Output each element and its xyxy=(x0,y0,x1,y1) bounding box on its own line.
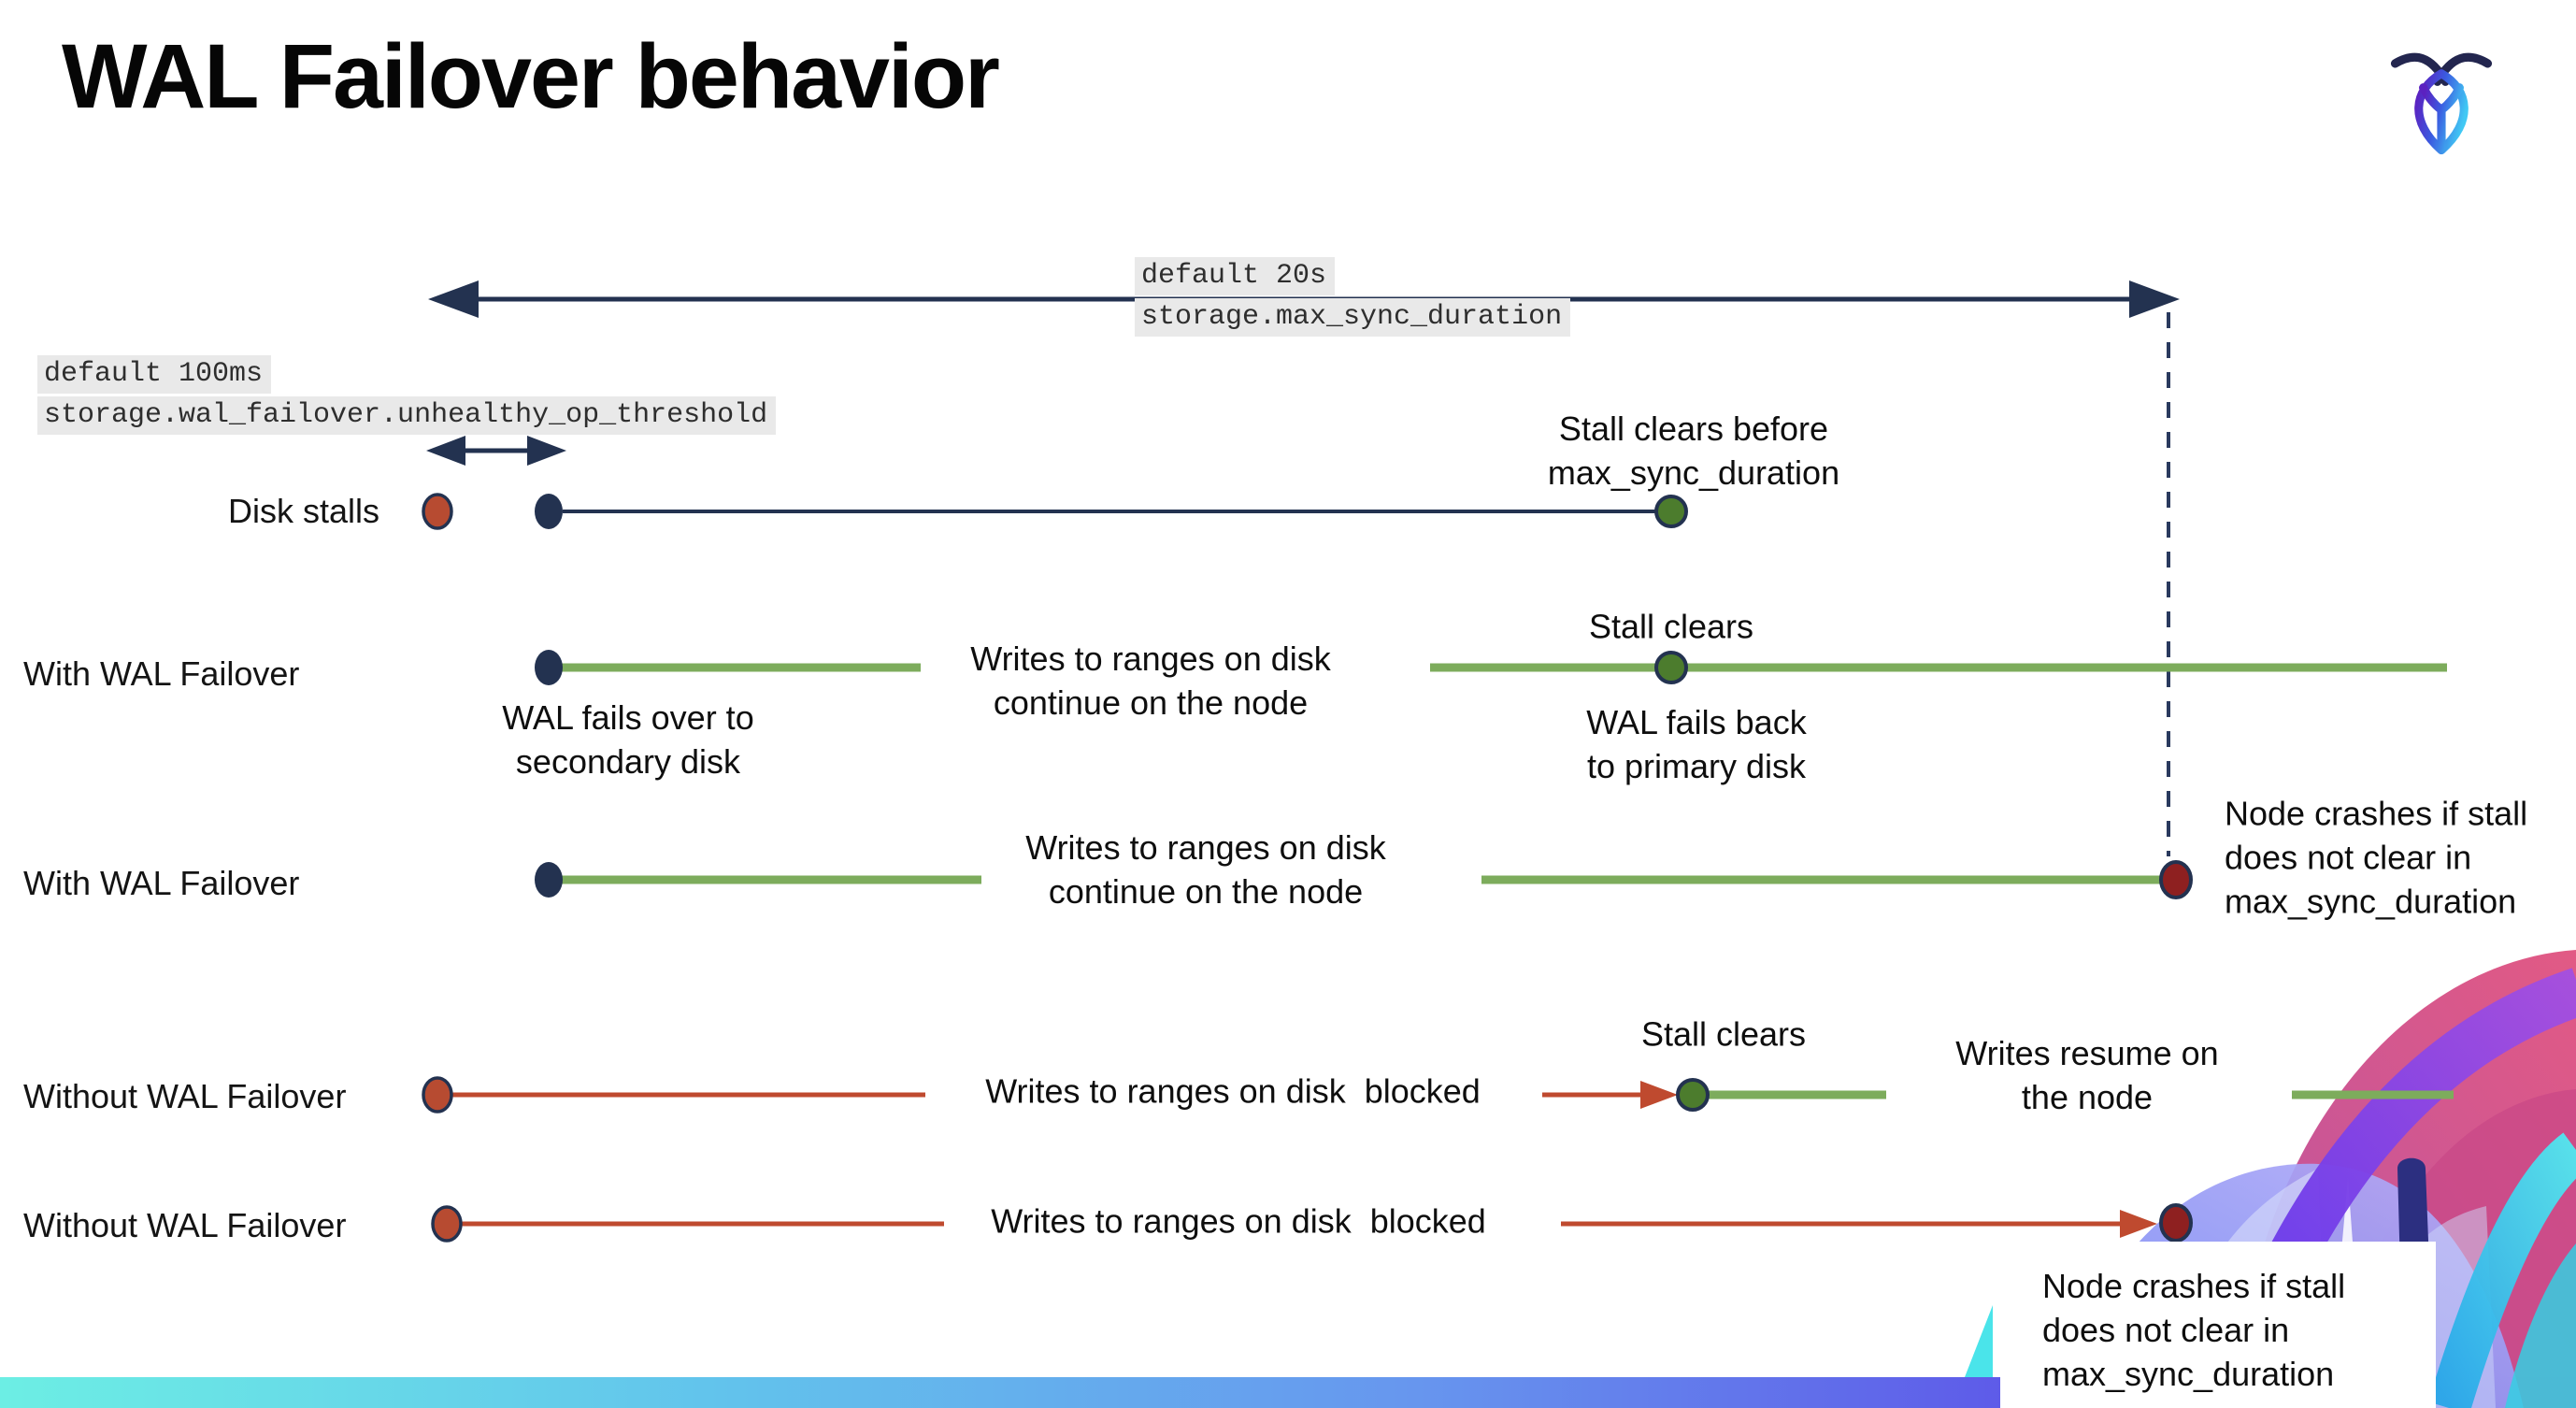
threshold-arrowhead-right xyxy=(527,436,566,466)
node-crash-callout-box: Node crashes if stall does not clear in … xyxy=(2000,1242,2436,1408)
stall-clears-dot-3 xyxy=(1676,1078,1710,1112)
stall-clears-dot-1 xyxy=(1654,495,1688,528)
artwork-cyan-sliver xyxy=(1965,1305,1993,1377)
annotation-stall-clears-before: Stall clears before max_sync_duration xyxy=(1547,409,1840,492)
annotation-writes-continue-2: Writes to ranges on disk continue on the… xyxy=(1025,828,1386,911)
max-sync-arrowhead-right xyxy=(2129,280,2180,318)
row-label-without-wal-2: Without WAL Failover xyxy=(23,1206,347,1244)
annotation-wal-fails-over: WAL fails over to secondary disk xyxy=(502,698,754,781)
failover-dot-2 xyxy=(535,650,563,685)
cockroachdb-logo-icon xyxy=(2390,52,2493,155)
unhealthy-op-threshold-label: default 100ms storage.wal_failover.unhea… xyxy=(37,355,777,435)
stall-clears-dot-2 xyxy=(1654,651,1688,684)
blocked-arrowhead-1 xyxy=(1640,1081,1678,1109)
artwork-cyan-band xyxy=(2427,1132,2576,1408)
max-sync-default-value: default 20s xyxy=(1135,257,1336,295)
failover-dot-3 xyxy=(535,862,563,898)
threshold-arrowhead-left xyxy=(426,436,465,466)
blocked-arrowhead-2 xyxy=(2120,1210,2157,1238)
annotation-stall-clears-2: Stall clears xyxy=(1640,1014,1807,1054)
stall-start-dot-1 xyxy=(422,493,453,530)
max-sync-arrowhead-left xyxy=(428,280,479,318)
failover-dot-1 xyxy=(535,494,563,529)
annotation-writes-blocked-2: Writes to ranges on disk blocked xyxy=(991,1201,1486,1241)
logo-wings xyxy=(2419,83,2464,152)
annotation-writes-blocked-1: Writes to ranges on disk blocked xyxy=(985,1071,1481,1111)
annotation-node-crashes-2: Node crashes if stall does not clear in … xyxy=(2042,1267,2346,1393)
annotation-writes-resume: Writes resume on the node xyxy=(1955,1034,2219,1116)
threshold-setting-name: storage.wal_failover.unhealthy_op_thresh… xyxy=(37,396,777,435)
row-label-disk-stalls: Disk stalls xyxy=(228,492,380,530)
annotation-node-crashes-1: Node crashes if stall does not clear in … xyxy=(2225,794,2528,921)
row-label-with-wal-1: With WAL Failover xyxy=(23,654,300,693)
annotation-writes-continue-1: Writes to ranges on disk continue on the… xyxy=(970,639,1331,722)
threshold-default-value: default 100ms xyxy=(37,355,272,394)
stall-start-dot-2 xyxy=(422,1076,453,1113)
annotation-stall-clears-1: Stall clears xyxy=(1588,607,1754,646)
annotation-wal-fails-back: WAL fails back to primary disk xyxy=(1586,703,1807,785)
row-label-with-wal-2: With WAL Failover xyxy=(23,864,300,902)
page-title: WAL Failover behavior xyxy=(62,25,1000,127)
max-sync-duration-label: default 20s storage.max_sync_duration xyxy=(1135,257,1571,337)
max-sync-setting-name: storage.max_sync_duration xyxy=(1135,298,1571,337)
node-crash-dot-1 xyxy=(2159,860,2193,899)
row-label-without-wal-1: Without WAL Failover xyxy=(23,1077,347,1115)
stall-start-dot-3 xyxy=(431,1205,463,1243)
node-crash-dot-2 xyxy=(2159,1203,2193,1243)
artwork-teal-fill xyxy=(2505,1243,2576,1408)
